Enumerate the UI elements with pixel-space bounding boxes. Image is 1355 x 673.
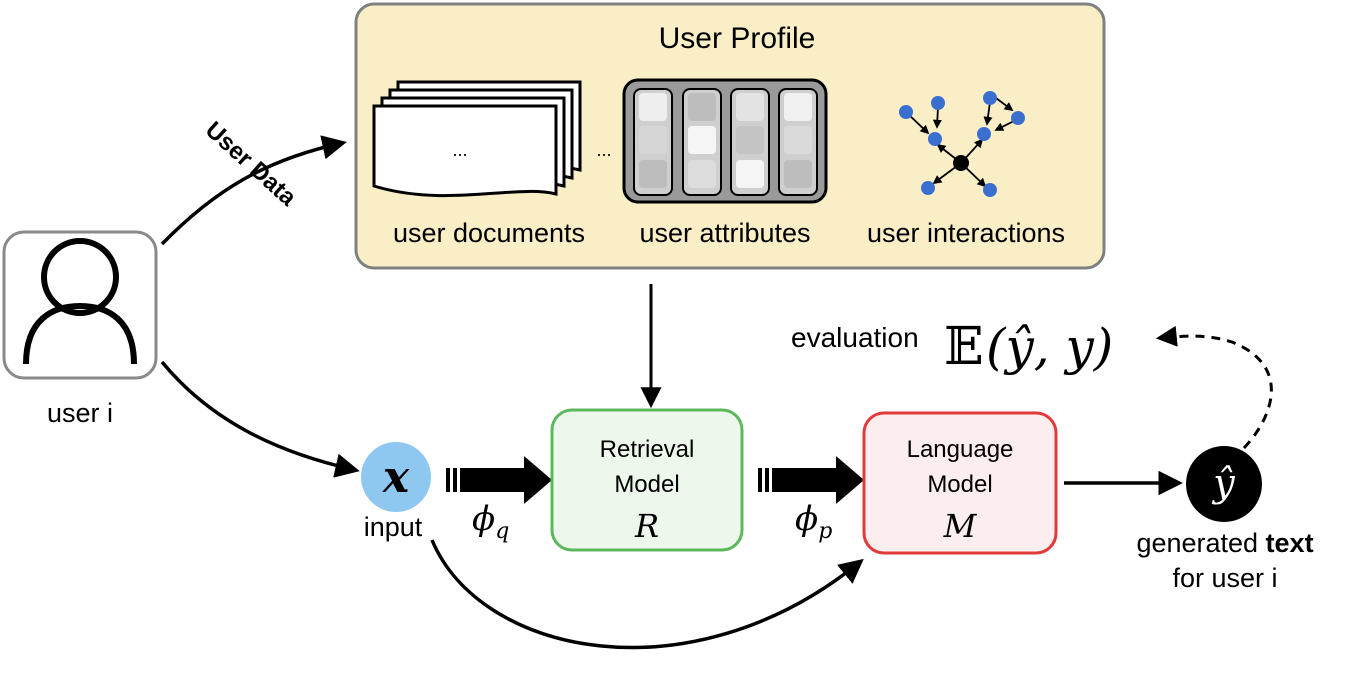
retrieval-model-node: Retrieval Model R	[550, 408, 744, 552]
output-label-line1: generated text	[1136, 528, 1313, 558]
svg-text:ϕq: ϕq	[472, 499, 509, 544]
language-symbol: M	[943, 507, 978, 545]
phi-q-label: ϕq	[472, 499, 509, 544]
evaluation-word: evaluation	[791, 322, 919, 353]
user-node: user i	[2, 230, 158, 428]
retrieval-line1: Retrieval	[600, 436, 695, 463]
retrieval-model-box	[550, 408, 744, 552]
user-data-arrow	[160, 135, 347, 246]
evaluation-arrow	[1155, 325, 1273, 450]
attributes-grid-icon	[622, 78, 828, 204]
between-ellipsis: ...	[596, 140, 611, 160]
user-interactions-label: user interactions	[867, 218, 1065, 248]
retrieval-to-language-arrow	[758, 456, 864, 504]
input-symbol: x	[382, 452, 410, 503]
input-to-language-arrow	[430, 539, 864, 650]
person-icon	[23, 238, 137, 365]
input-circle	[361, 442, 431, 512]
input-to-retrieval-arrow	[446, 456, 552, 504]
language-line1: Language	[907, 436, 1014, 463]
phi-p-label: ϕp	[795, 499, 832, 544]
language-model-node: Language Model M	[862, 411, 1058, 555]
evaluation-E: 𝔼	[944, 317, 984, 377]
user-profile-title: User Profile	[659, 22, 816, 55]
svg-text:ϕp: ϕp	[795, 499, 832, 544]
language-model-box	[862, 411, 1058, 555]
user-to-input-arrow	[160, 360, 360, 478]
user-label: user i	[47, 398, 113, 428]
document-ellipsis: ...	[452, 140, 467, 160]
documents-stack-icon	[372, 80, 582, 198]
output-circle	[1186, 446, 1262, 522]
evaluation-args: (ŷ, y)	[986, 318, 1113, 376]
retrieval-line2: Model	[614, 471, 679, 498]
user-documents-label: user documents	[393, 218, 585, 248]
input-label: input	[364, 512, 423, 542]
output-label-line2: for user i	[1172, 563, 1277, 593]
retrieval-symbol: R	[634, 507, 659, 545]
output-node: ŷ generated text for user i	[1136, 446, 1314, 593]
input-node: x input	[361, 442, 431, 542]
interactions-graph-icon	[899, 91, 1025, 197]
output-symbol: ŷ	[1211, 461, 1235, 505]
language-line2: Model	[927, 471, 992, 498]
evaluation-formula: evaluation 𝔼 (ŷ, y)	[791, 317, 1113, 377]
user-attributes-label: user attributes	[639, 218, 810, 248]
user-profile-panel: User Profile ... ...	[354, 2, 1106, 270]
